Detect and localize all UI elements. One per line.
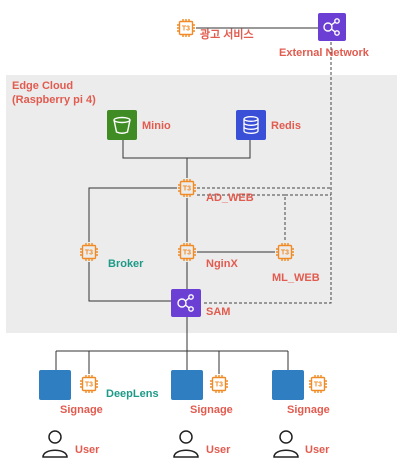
ml-web-chip-icon: T3 xyxy=(275,242,295,262)
svg-text:T3: T3 xyxy=(281,250,289,257)
minio-bucket-icon xyxy=(107,110,137,140)
sam-label: SAM xyxy=(206,306,231,318)
external-network-label: External Network xyxy=(279,47,369,59)
nginx-label: NginX xyxy=(206,258,238,270)
redis-database-icon xyxy=(236,110,266,140)
user-icon xyxy=(42,430,68,458)
signage-label: Signage xyxy=(190,404,233,416)
ad-service-label: 광고 서비스 xyxy=(200,29,254,41)
device-chip-icon: T3 xyxy=(210,375,228,393)
sam-network-icon xyxy=(171,289,201,317)
svg-text:T3: T3 xyxy=(85,382,93,389)
user-label: User xyxy=(305,444,330,456)
signage-label: Signage xyxy=(287,404,330,416)
signage-label: Signage xyxy=(60,404,103,416)
svg-text:T3: T3 xyxy=(182,26,190,33)
redis-label: Redis xyxy=(271,120,301,132)
svg-text:T3: T3 xyxy=(85,250,93,257)
user-label: User xyxy=(75,444,100,456)
nginx-chip-icon: T3 xyxy=(177,242,197,262)
ad-service-chip-icon: T3 xyxy=(177,19,195,37)
minio-label: Minio xyxy=(142,120,171,132)
svg-text:T3: T3 xyxy=(183,186,191,193)
deeplens-label: DeepLens xyxy=(106,388,159,400)
svg-text:T3: T3 xyxy=(314,382,322,389)
ml-web-label: ML_WEB xyxy=(272,272,320,284)
user-icon xyxy=(173,430,199,458)
broker-label: Broker xyxy=(108,258,144,270)
svg-text:T3: T3 xyxy=(215,382,223,389)
user-label: User xyxy=(206,444,231,456)
broker-chip-icon: T3 xyxy=(79,242,99,262)
device-chip-icon: T3 xyxy=(80,375,98,393)
external-network-icon xyxy=(318,13,346,41)
svg-text:T3: T3 xyxy=(183,250,191,257)
device-chip-icon: T3 xyxy=(309,375,327,393)
ad-web-label: AD_WEB xyxy=(206,192,254,204)
edge-cloud-region xyxy=(6,75,397,333)
user-icon xyxy=(273,430,299,458)
signage-display-icon xyxy=(171,370,203,400)
ad-web-chip-icon: T3 xyxy=(177,178,197,198)
signage-display-icon xyxy=(272,370,304,400)
signage-display-icon xyxy=(39,370,71,400)
edge-cloud-title: Edge Cloud (Raspberry pi 4) xyxy=(12,80,96,106)
